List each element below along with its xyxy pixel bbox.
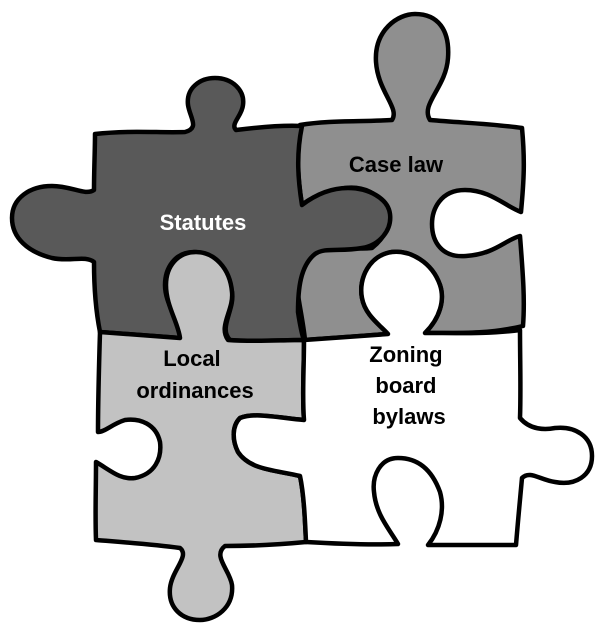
zoning-line-2: board — [375, 373, 436, 398]
zoning-board-bylaws-piece — [231, 249, 595, 548]
case-law-label: Case law — [349, 152, 444, 177]
local-ordinances-label: Local ordinances — [136, 346, 253, 403]
statutes-label: Statutes — [160, 210, 247, 235]
zoning-line-1: Zoning — [369, 342, 442, 367]
local-ordinances-piece — [93, 249, 309, 623]
statutes-piece — [9, 75, 393, 344]
local-ordinances-line-1: Local — [163, 346, 220, 371]
zoning-board-bylaws-label: Zoning board bylaws — [369, 342, 448, 429]
zoning-line-3: bylaws — [372, 404, 445, 429]
local-ordinances-line-2: ordinances — [136, 378, 253, 403]
